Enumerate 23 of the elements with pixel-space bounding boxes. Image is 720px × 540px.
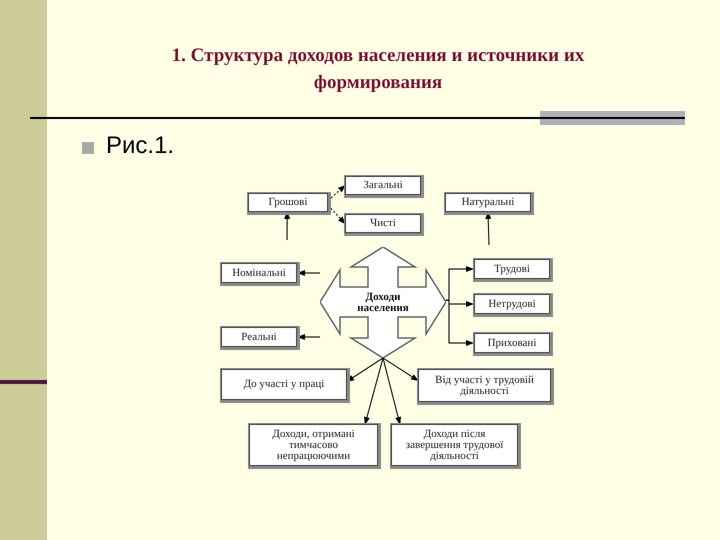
arrow: [297, 270, 320, 276]
arrow: [297, 334, 320, 340]
text-box: Від участі у трудовій діяльності: [418, 369, 551, 402]
arrow: [446, 266, 474, 301]
text-box: Приховані: [474, 333, 550, 353]
text-box: Натуральні: [445, 193, 531, 212]
node-text: Доходи населения: [356, 292, 410, 314]
arrow: [382, 358, 419, 382]
slide-title: 1. Структура доходов населения и источники их формирования: [170, 44, 586, 95]
text-box: Загальні: [345, 176, 421, 195]
text-box: Доходи після завершення трудової діяльності: [391, 424, 518, 466]
text-box: Реальні: [221, 327, 297, 347]
text-box: До участі у праці: [221, 369, 347, 400]
text-box: Трудові: [474, 259, 550, 279]
arrow: [364, 358, 384, 425]
arrow: [382, 358, 402, 425]
text-box: Нетрудові: [474, 294, 550, 314]
text-box: Грошові: [248, 193, 328, 212]
text-box: Доходи, отримані тимчасово непрацюючими: [249, 424, 378, 466]
figure-label: Рис.1.: [106, 132, 174, 160]
text-box: Номінальні: [221, 263, 297, 283]
arrow: [446, 300, 474, 346]
text-box: Чисті: [345, 214, 421, 233]
